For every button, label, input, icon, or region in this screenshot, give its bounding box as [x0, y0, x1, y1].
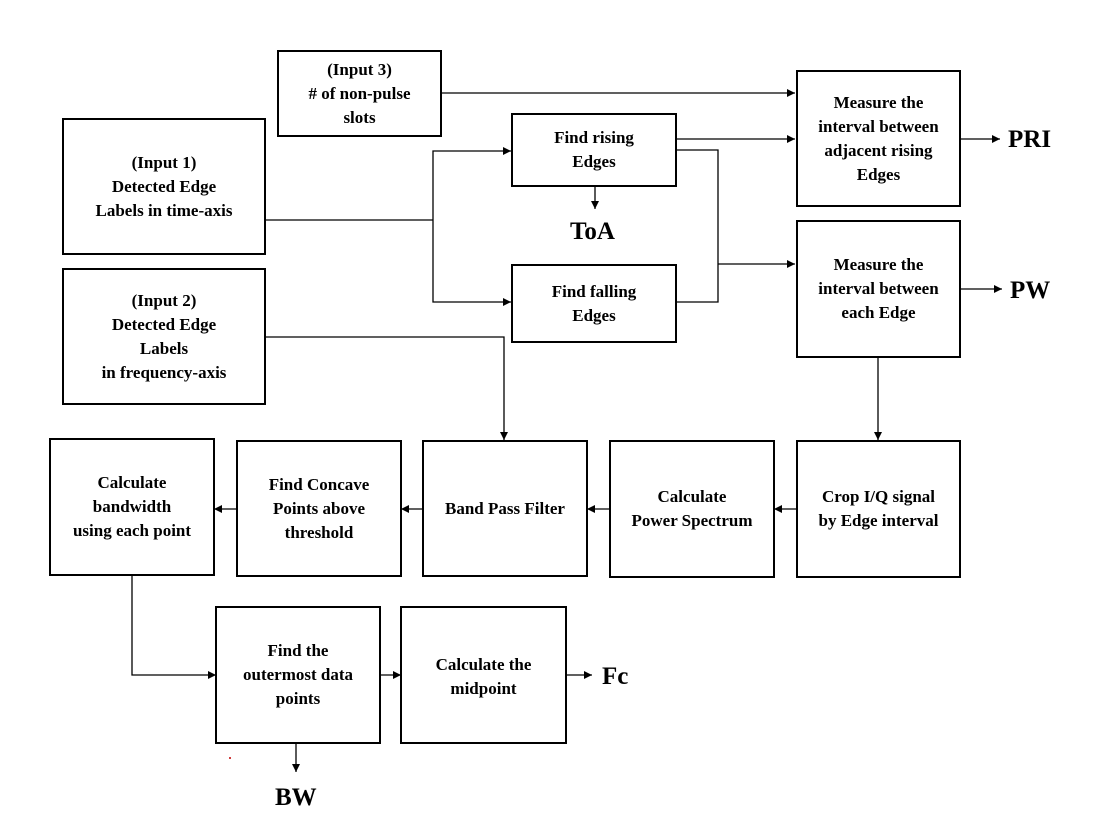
band-pass-filter-box: Band Pass Filter — [422, 440, 588, 577]
bandwidth-line-1: Calculate — [97, 473, 167, 492]
concave-line-2: Points above — [272, 498, 366, 518]
crop-iq-line-2: by Edge interval — [818, 511, 939, 530]
input1-line-2: Detected Edge — [111, 176, 217, 196]
stray-dot — [229, 757, 231, 759]
input2-line-4: in frequency-axis — [101, 362, 227, 382]
measure-pri-box: Measure the interval between adjacent ri… — [796, 70, 961, 207]
measure-pw-box: Measure the interval between each Edge — [796, 220, 961, 358]
arrow-split-to-falling — [432, 220, 511, 306]
arrow-input2-to-bandpass — [265, 336, 508, 440]
find-falling-line-2: Edges — [572, 305, 616, 325]
find-falling-line-1: Find falling — [551, 281, 637, 301]
input3-box: (Input 3) # of non-pulse slots — [277, 50, 442, 137]
input3-line-1: (Input 3) — [327, 59, 392, 79]
measure-pw-line-2: interval between — [818, 279, 939, 298]
input2-line-1: (Input 2) — [131, 290, 197, 310]
midpoint-box: Calculate the midpoint — [400, 606, 567, 744]
find-rising-edges-box: Find rising Edges — [511, 113, 677, 187]
measure-pri-line-2: interval between — [818, 116, 939, 136]
band-pass-line-1: Band Pass Filter — [445, 498, 565, 518]
measure-pri-line-4: Edges — [856, 164, 901, 184]
concave-points-box: Find Concave Points above threshold — [236, 440, 402, 577]
output-fc: Fc — [602, 663, 629, 690]
midpoint-line-2: midpoint — [450, 679, 517, 698]
bandwidth-line-2: bandwidth — [92, 497, 172, 516]
line-falling-to-merge — [676, 264, 719, 303]
input2-box: (Input 2) Detected Edge Labels in freque… — [62, 268, 266, 405]
output-toa: ToA — [570, 218, 615, 245]
line-rising-to-merge — [676, 149, 719, 264]
midpoint-line-1: Calculate the — [435, 655, 532, 674]
input1-box: (Input 1) Detected Edge Labels in time-a… — [62, 118, 266, 255]
output-pri: PRI — [1008, 126, 1052, 153]
input2-line-2: Detected Edge — [111, 314, 217, 334]
concave-line-1: Find Concave — [268, 474, 370, 494]
bandwidth-box: Calculate bandwidth using each point — [49, 438, 215, 576]
power-spectrum-line-1: Calculate — [657, 487, 727, 506]
find-rising-line-2: Edges — [572, 152, 616, 171]
bandwidth-line-3: using each point — [72, 521, 192, 540]
measure-pri-line-3: adjacent rising — [824, 140, 933, 160]
outermost-line-2: outermost data — [242, 665, 353, 684]
find-falling-edges-box: Find falling Edges — [511, 264, 677, 343]
find-rising-line-1: Find rising — [554, 128, 634, 147]
input2-line-3: Labels — [139, 338, 189, 358]
power-spectrum-box: Calculate Power Spectrum — [609, 440, 775, 578]
measure-pw-line-3: each Edge — [841, 303, 916, 322]
power-spectrum-line-2: Power Spectrum — [631, 511, 753, 530]
output-pw: PW — [1010, 277, 1051, 304]
outermost-points-box: Find the outermost data points — [215, 606, 381, 744]
crop-iq-box: Crop I/Q signal by Edge interval — [796, 440, 961, 578]
outermost-line-1: Find the — [267, 641, 329, 660]
measure-pw-line-1: Measure the — [833, 255, 924, 274]
input1-line-1: (Input 1) — [131, 152, 197, 172]
crop-iq-line-1: Crop I/Q signal — [821, 487, 936, 506]
input1-line-3: Labels in time-axis — [95, 200, 233, 220]
measure-pri-line-1: Measure the — [833, 92, 924, 112]
arrow-split-to-rising — [432, 147, 511, 220]
input3-line-3: slots — [343, 107, 376, 127]
output-bw: BW — [275, 784, 317, 811]
input3-line-2: # of non-pulse — [308, 83, 411, 103]
arrow-bandwidth-to-outermost — [131, 575, 216, 679]
outermost-line-3: points — [275, 689, 321, 708]
concave-line-3: threshold — [284, 522, 354, 542]
